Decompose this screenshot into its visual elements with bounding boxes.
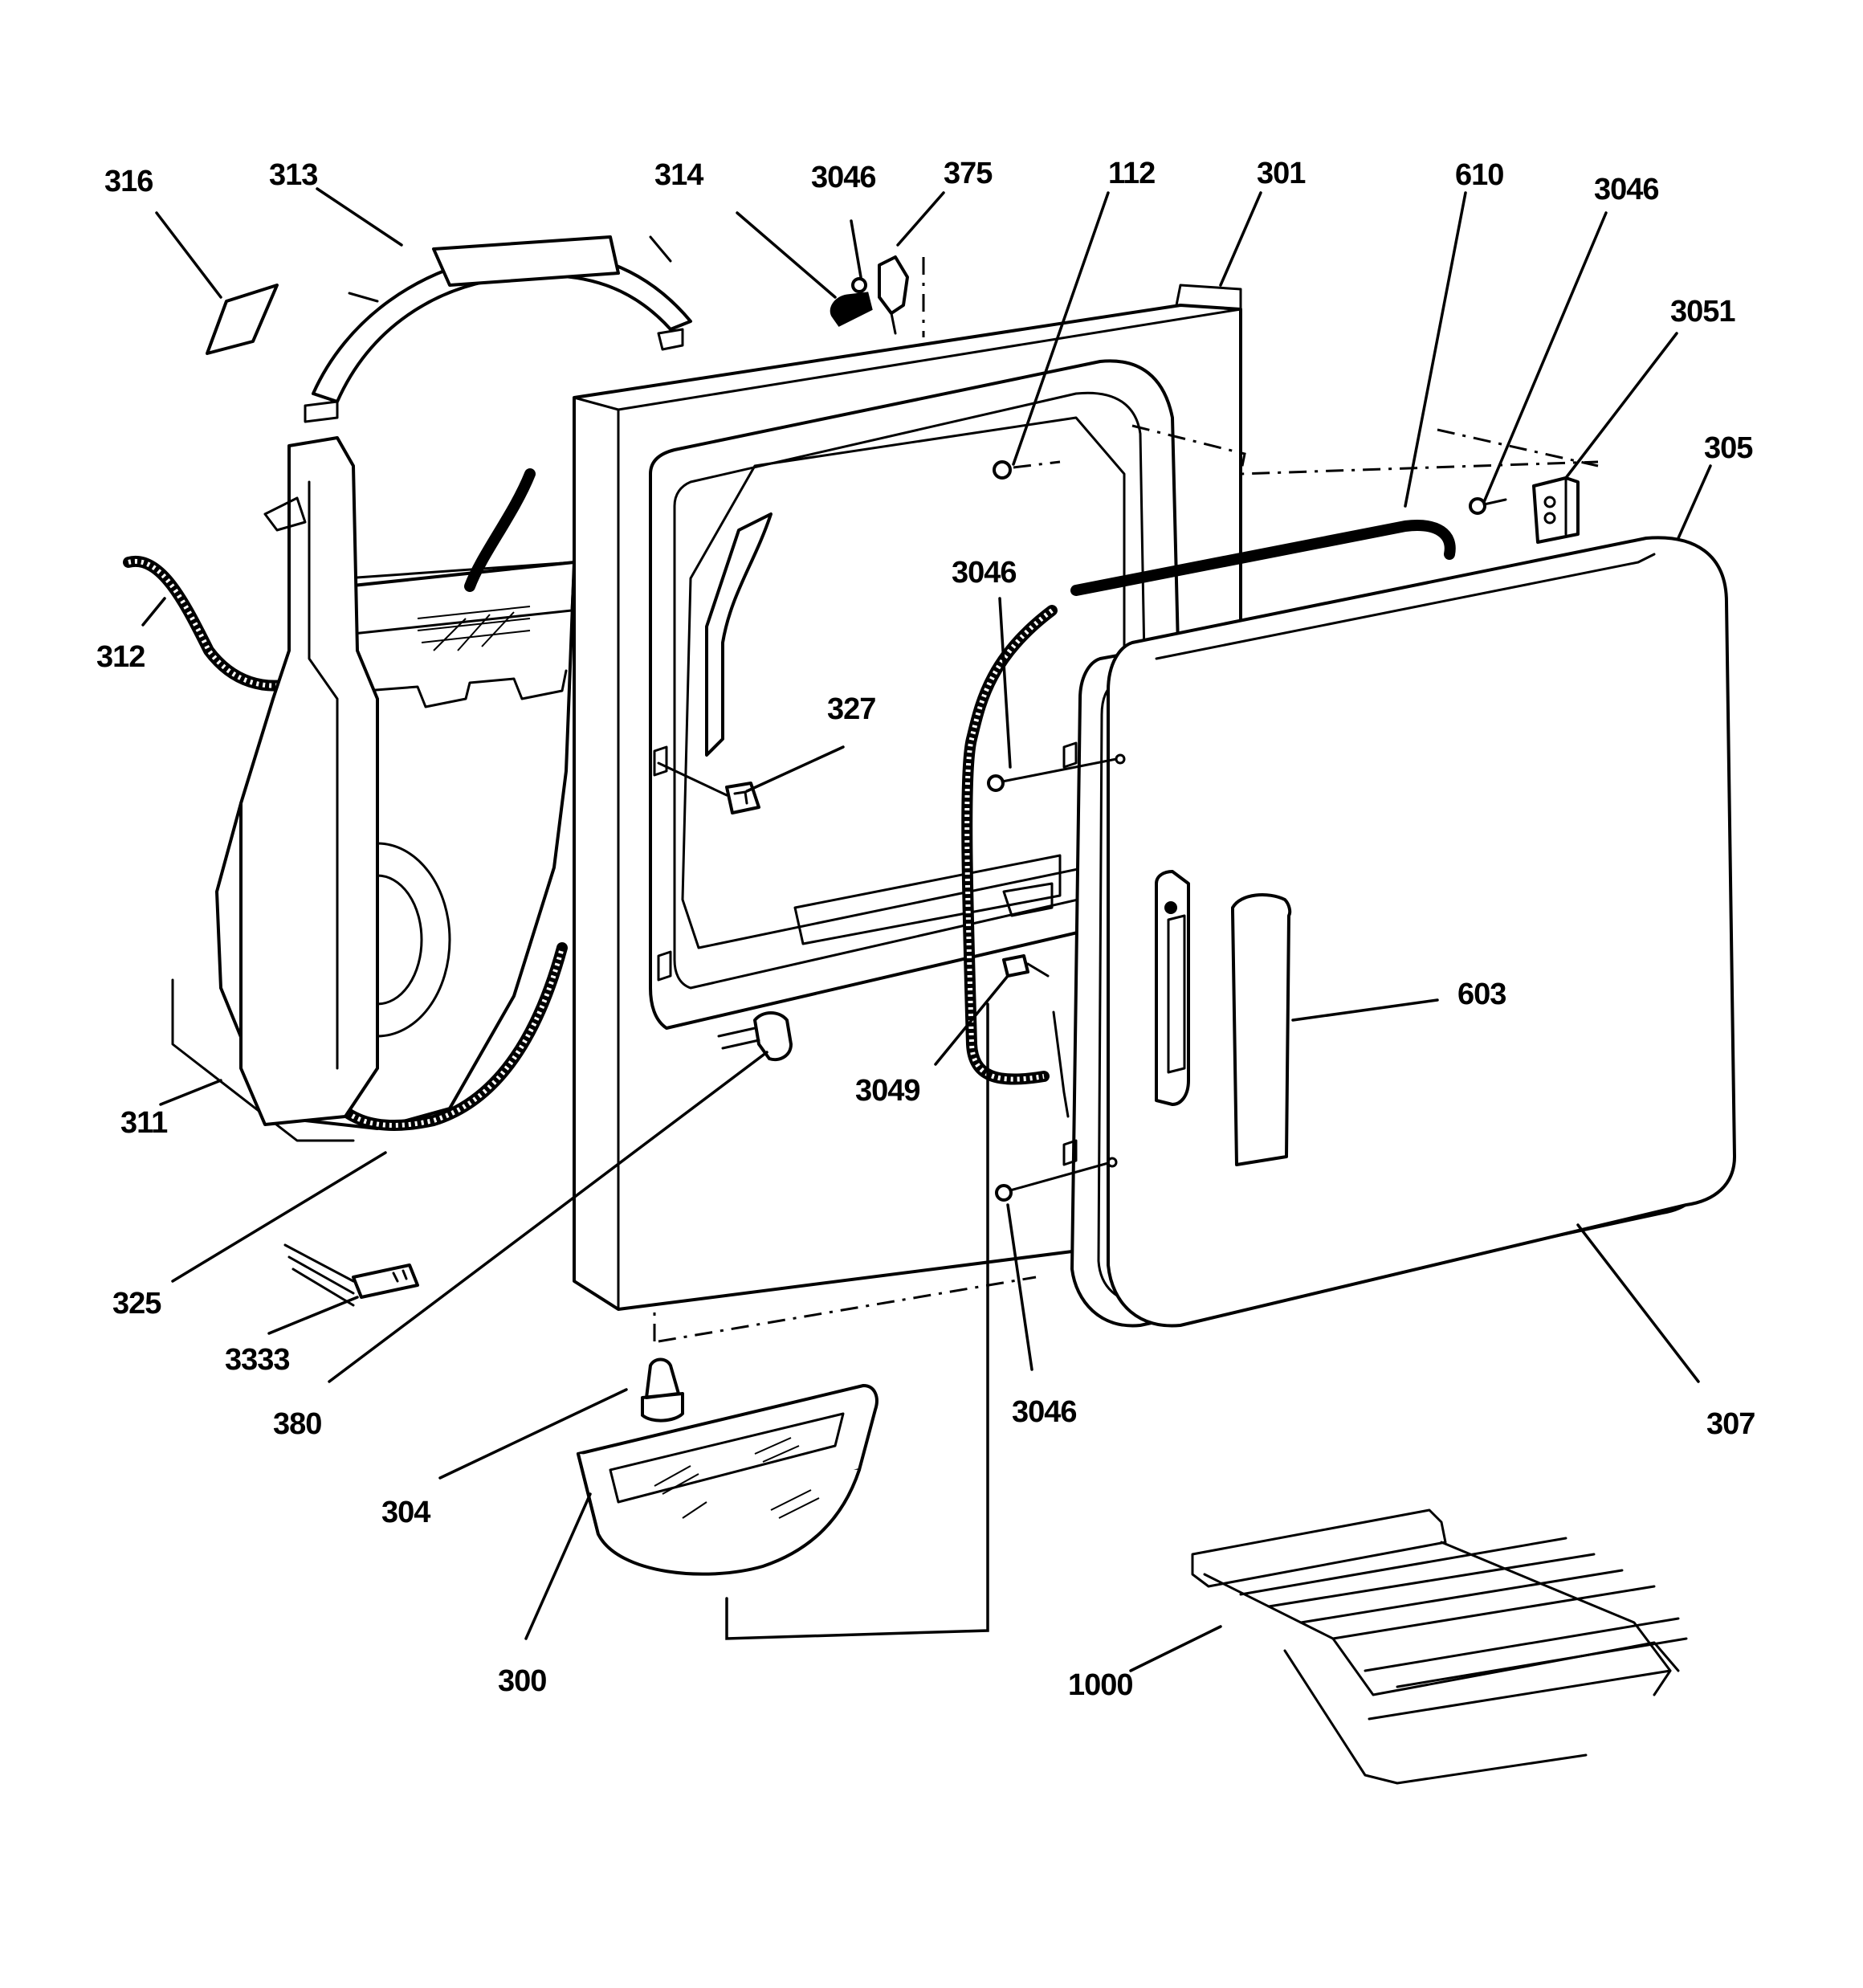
screw-3046-hinge [1469,497,1507,515]
screw-3046-door-upper [987,753,1126,792]
door-handle-603 [1231,893,1292,1166]
callout-311: 311 [120,1106,168,1140]
callout-300: 300 [498,1664,546,1698]
bracket-375 [878,255,909,335]
drum-seal-312 [123,555,303,692]
callout-3049: 3049 [855,1074,920,1108]
switch-314 [830,292,873,327]
callout-304: 304 [381,1496,430,1529]
callout-325: 325 [112,1287,161,1321]
callout-3051: 3051 [1670,295,1735,329]
drum-vent-hatch [417,606,531,651]
screw-112 [993,460,1061,480]
callout-labels: 316 313 314 3046 375 112 301 610 3046 30… [96,157,1755,1702]
front-bearing-ring-313 [304,235,692,423]
leader-lines [141,187,1712,1672]
callout-307: 307 [1706,1407,1755,1441]
callout-316: 316 [104,165,153,198]
callout-3333: 3333 [225,1343,290,1377]
callout-3046-bottom: 3046 [1012,1395,1077,1429]
callout-312: 312 [96,640,145,674]
door-hinge-3051 [1532,476,1580,544]
screw-3046-door-lower [995,1157,1118,1202]
callout-3046-right: 3046 [1594,173,1659,206]
callout-1000: 1000 [1068,1668,1133,1702]
drying-rack-1000 [1191,1508,1688,1785]
screw-3046-top [851,277,867,293]
callout-610: 610 [1455,158,1503,192]
callout-314: 314 [654,158,703,192]
callout-375: 375 [944,157,993,190]
callout-112: 112 [1108,157,1155,190]
lint-filter-300 [577,1384,879,1576]
door-switch-3049 [1002,954,1050,978]
callout-327: 327 [827,692,875,726]
wire-harness-3333 [283,1243,419,1307]
leveling-leg-304 [641,1357,684,1423]
knob-380 [717,1011,793,1061]
door-outer-305 [1107,536,1736,1328]
callout-301: 301 [1257,157,1306,190]
callout-3046-top: 3046 [811,161,876,194]
felt-strip-316 [206,284,279,355]
callout-3046-mid: 3046 [952,556,1017,590]
front-bulkhead-frame [239,436,379,1126]
callout-380: 380 [273,1407,321,1441]
callout-313: 313 [269,158,317,192]
callout-305: 305 [1704,431,1753,465]
callout-603: 603 [1457,978,1506,1011]
